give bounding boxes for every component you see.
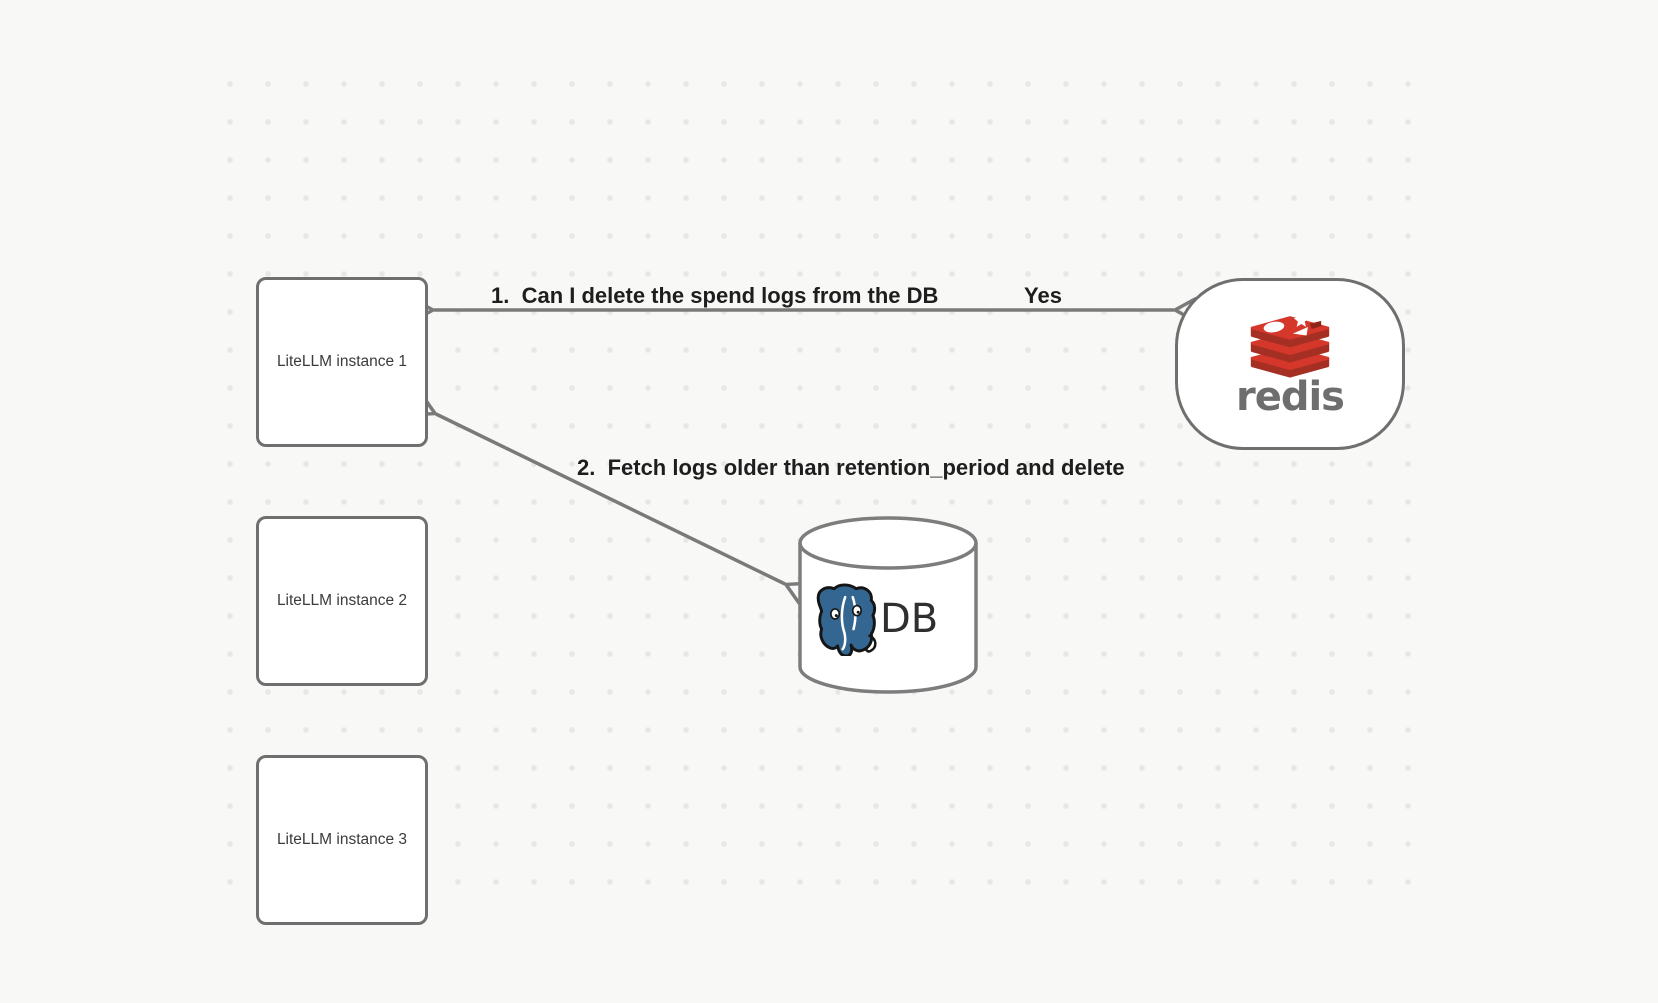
edge1-response-label: Yes <box>1024 283 1062 308</box>
database-label: DB <box>880 596 939 642</box>
node-litellm-instance-3[interactable]: LiteLLM instance 3 <box>256 755 428 925</box>
edge2-label: 2. Fetch logs older than retention_perio… <box>577 455 1125 480</box>
postgresql-elephant-icon <box>816 583 877 656</box>
node-litellm-instance-1[interactable]: LiteLLM instance 1 <box>256 277 428 447</box>
redis-logo-icon <box>1250 312 1330 378</box>
node-litellm-instance-1-label: LiteLLM instance 1 <box>276 353 408 370</box>
node-redis[interactable]: redis <box>1175 278 1405 450</box>
node-litellm-instance-2-label: LiteLLM instance 2 <box>276 592 408 609</box>
database-content: DB <box>808 580 976 658</box>
node-litellm-instance-3-label: LiteLLM instance 3 <box>276 831 408 848</box>
redis-wordmark: redis <box>1235 374 1345 420</box>
edge1-label: 1. Can I delete the spend logs from the … <box>491 283 939 308</box>
node-litellm-instance-2[interactable]: LiteLLM instance 2 <box>256 516 428 686</box>
